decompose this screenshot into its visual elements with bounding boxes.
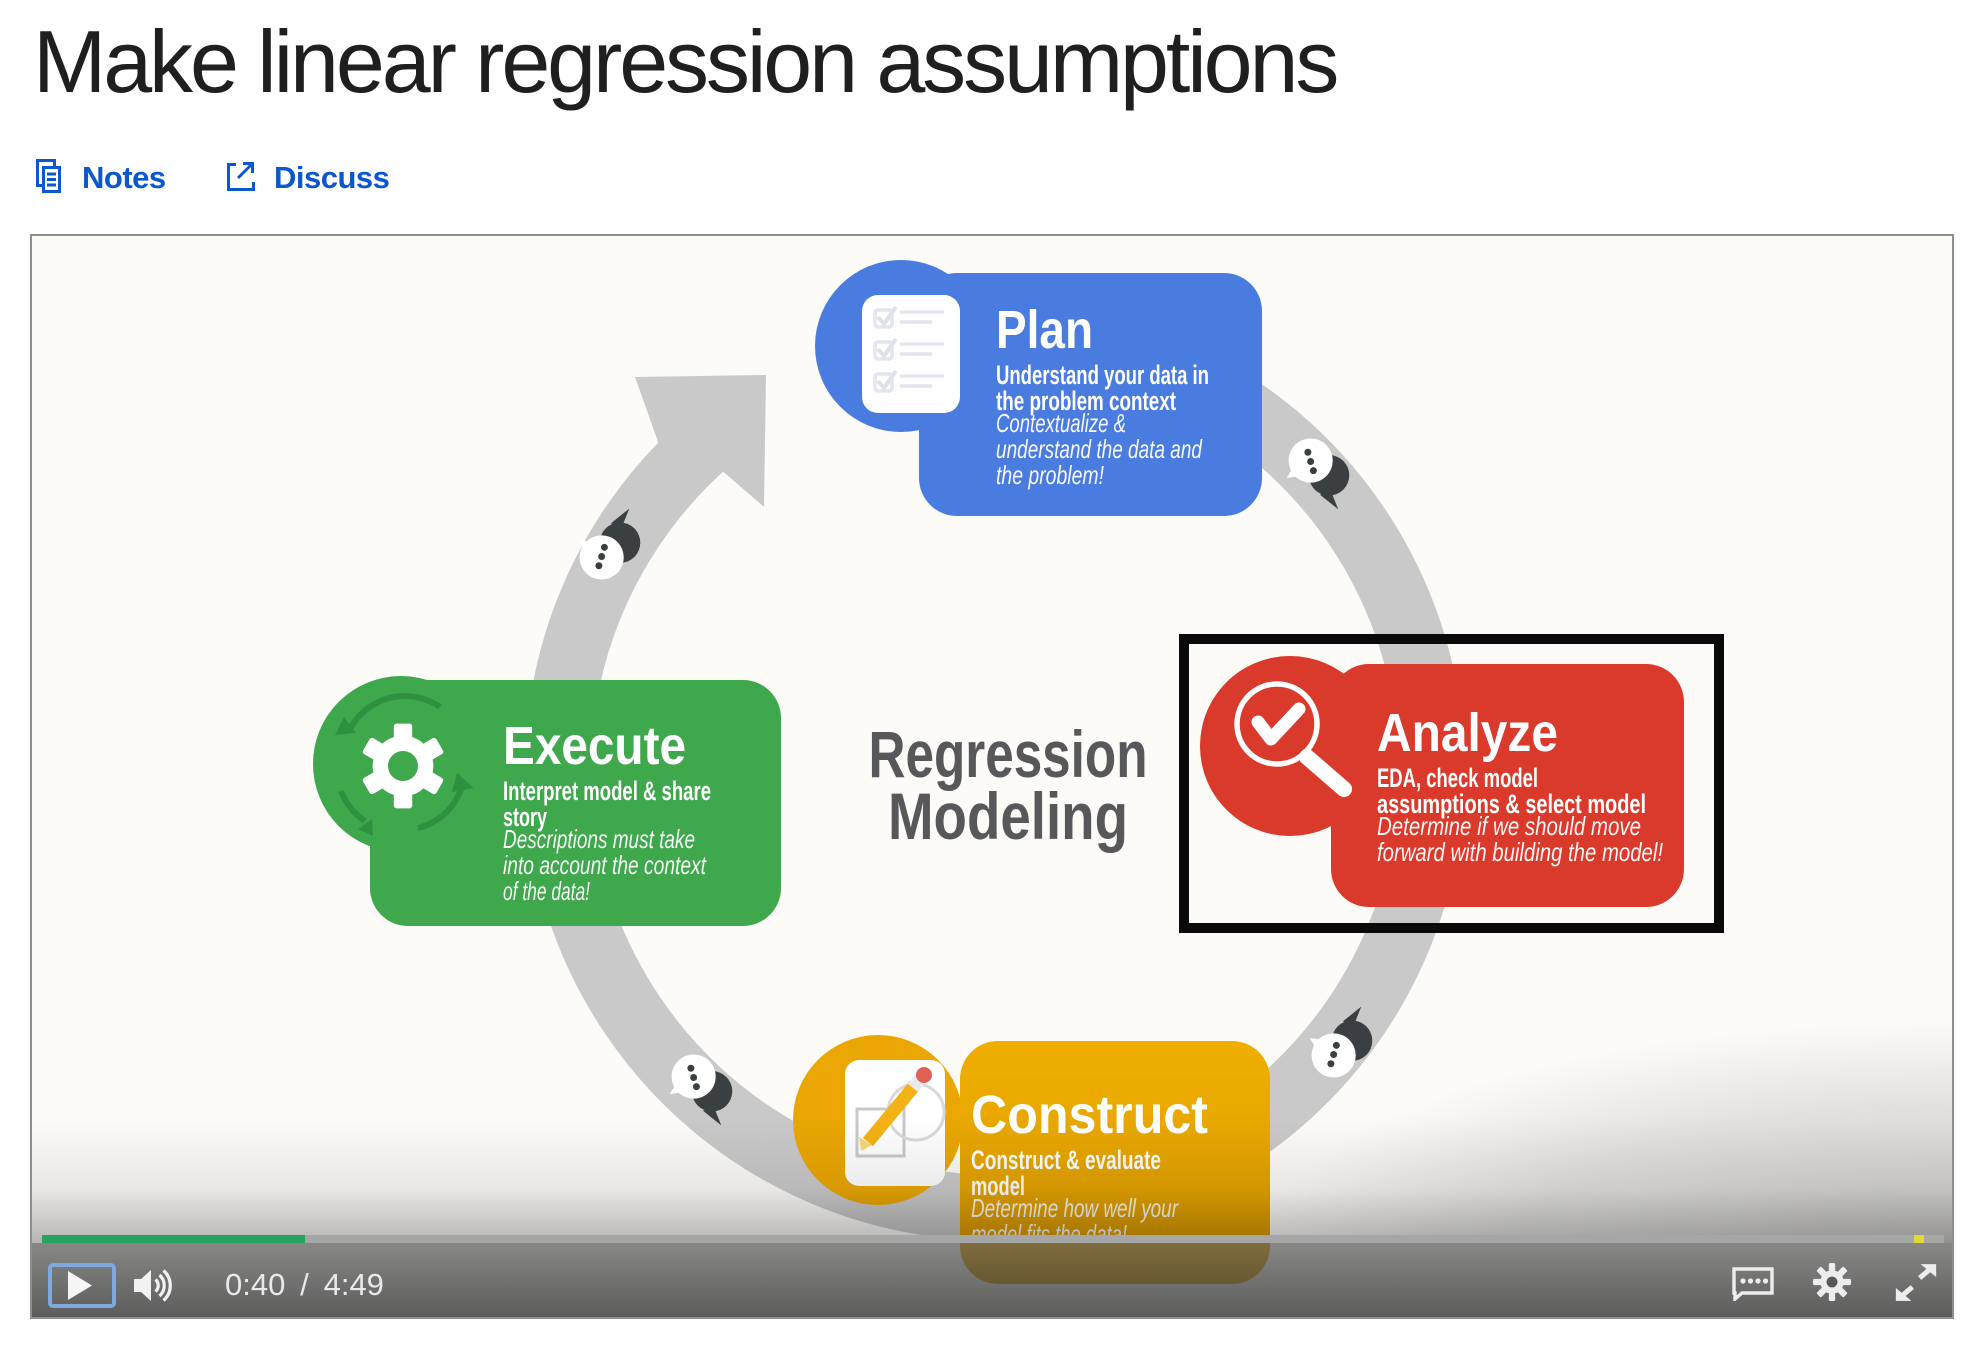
svg-text:Interpret model & share: Interpret model & share xyxy=(503,776,711,806)
svg-text:Descriptions must take: Descriptions must take xyxy=(503,824,695,854)
svg-text:Determine if we should move: Determine if we should move xyxy=(1377,811,1641,841)
svg-text:Understand your data in: Understand your data in xyxy=(996,360,1209,390)
svg-text:Modeling: Modeling xyxy=(888,779,1128,853)
svg-text:Construct: Construct xyxy=(971,1085,1208,1145)
svg-text:assumptions & select model: assumptions & select model xyxy=(1377,789,1646,819)
svg-text:Construct & evaluate: Construct & evaluate xyxy=(971,1145,1161,1175)
svg-text:Plan: Plan xyxy=(996,300,1093,360)
svg-text:EDA, check model: EDA, check model xyxy=(1377,763,1538,793)
svg-text:understand the data and: understand the data and xyxy=(996,434,1203,464)
svg-text:Analyze: Analyze xyxy=(1377,703,1558,763)
svg-text:Contextualize &: Contextualize & xyxy=(996,408,1126,438)
svg-text:Determine how well your: Determine how well your xyxy=(971,1193,1179,1223)
svg-text:into account the context: into account the context xyxy=(503,850,707,880)
svg-text:Regression: Regression xyxy=(869,717,1148,791)
svg-text:Execute: Execute xyxy=(503,716,686,776)
svg-text:forward with building the mode: forward with building the model! xyxy=(1377,837,1663,867)
svg-text:the problem context: the problem context xyxy=(996,386,1176,416)
svg-text:of the data!: of the data! xyxy=(503,876,590,906)
svg-text:story: story xyxy=(503,802,547,832)
svg-text:model: model xyxy=(971,1171,1025,1201)
svg-text:the problem!: the problem! xyxy=(996,460,1104,490)
